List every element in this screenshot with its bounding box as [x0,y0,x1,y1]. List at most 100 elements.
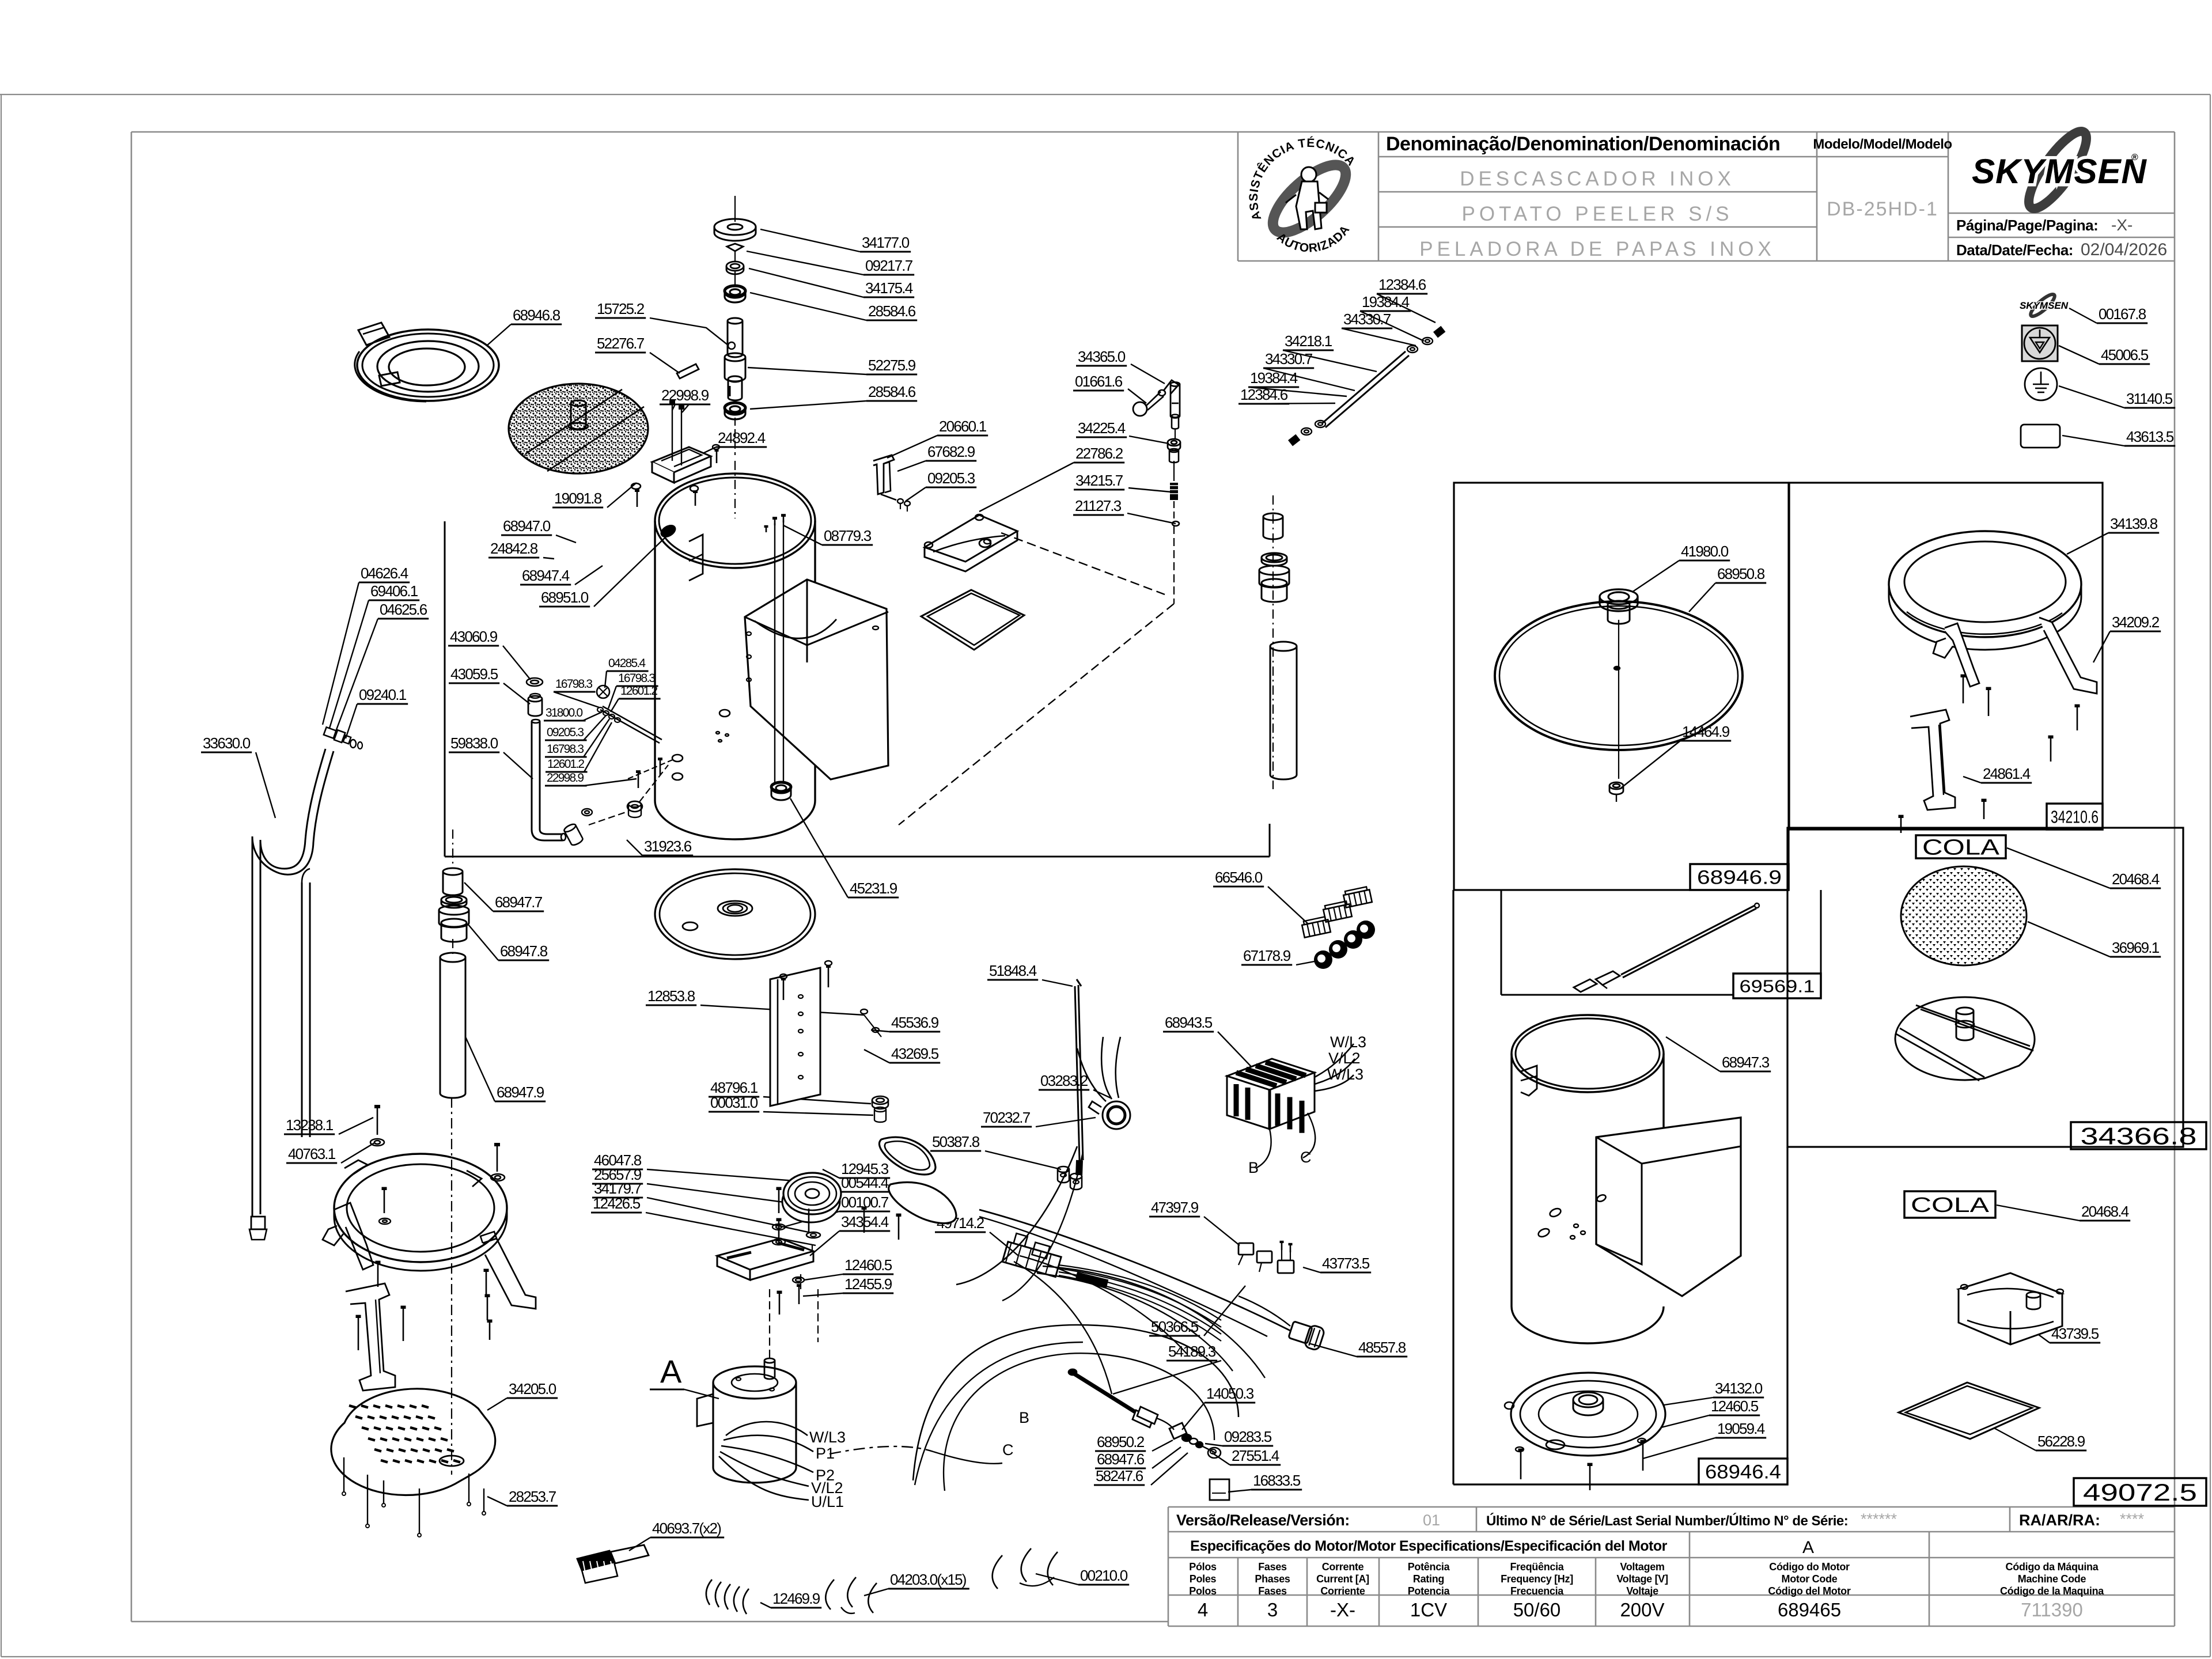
svg-text:200V: 200V [1620,1599,1664,1620]
svg-text:08779.3: 08779.3 [824,527,872,544]
svg-text:20468.4: 20468.4 [2081,1203,2129,1220]
svg-text:46047.8: 46047.8 [594,1152,642,1169]
svg-text:67682.9: 67682.9 [927,443,975,460]
svg-text:®: ® [2131,153,2138,162]
svg-text:U/L1: U/L1 [811,1493,844,1510]
svg-text:Rating: Rating [1413,1573,1444,1585]
svg-text:58247.6: 58247.6 [1096,1467,1143,1484]
svg-text:V/L2: V/L2 [811,1479,843,1497]
svg-text:40693.7(x2): 40693.7(x2) [652,1520,721,1537]
svg-text:43060.9: 43060.9 [450,628,498,645]
svg-text:12460.5: 12460.5 [844,1256,892,1274]
svg-text:02/04/2026: 02/04/2026 [2081,240,2167,259]
svg-text:31800.0: 31800.0 [546,706,582,719]
svg-text:00210.0: 00210.0 [1080,1567,1128,1584]
svg-text:70232.7: 70232.7 [983,1109,1031,1126]
svg-text:09217.7: 09217.7 [865,257,913,274]
svg-text:34365.0: 34365.0 [1078,348,1126,365]
svg-text:Freqüência: Freqüência [1510,1561,1564,1573]
svg-text:34215.7: 34215.7 [1075,472,1123,489]
svg-text:34330.7: 34330.7 [1343,310,1391,328]
svg-text:68947.0: 68947.0 [503,517,551,535]
svg-text:68946.4: 68946.4 [1705,1461,1781,1483]
svg-text:RA/AR/RA:: RA/AR/RA: [2019,1512,2100,1529]
svg-text:DESCASCADOR INOX: DESCASCADOR INOX [1460,168,1735,190]
svg-text:Código de la Maquina: Código de la Maquina [2000,1585,2104,1597]
svg-text:12460.5: 12460.5 [1711,1397,1759,1415]
svg-text:28584.6: 28584.6 [868,302,916,320]
svg-text:SKYMSEN: SKYMSEN [1972,152,2147,191]
svg-text:21127.3: 21127.3 [1075,497,1122,514]
svg-text:B: B [1019,1409,1029,1426]
svg-text:C: C [1002,1441,1014,1459]
svg-text:24842.8: 24842.8 [490,540,538,557]
svg-text:Código da Máquina: Código da Máquina [2006,1561,2099,1573]
svg-text:43773.5: 43773.5 [1322,1255,1370,1272]
svg-text:22998.9: 22998.9 [547,771,584,785]
svg-text:41980.0: 41980.0 [1681,543,1729,560]
svg-text:68946.9: 68946.9 [1697,867,1782,889]
svg-text:25657.9: 25657.9 [594,1166,642,1183]
svg-text:Voltagem: Voltagem [1620,1561,1664,1573]
svg-text:Poles: Poles [1190,1573,1217,1585]
svg-text:P2: P2 [816,1467,835,1484]
svg-text:19384.4: 19384.4 [1250,369,1298,387]
svg-text:20468.4: 20468.4 [2112,870,2160,888]
svg-text:09283.5: 09283.5 [1224,1428,1272,1445]
svg-text:43613.5: 43613.5 [2126,428,2174,445]
svg-text:31140.5: 31140.5 [2126,390,2173,407]
svg-text:19091.8: 19091.8 [554,490,602,507]
svg-text:POTATO PEELER S/S: POTATO PEELER S/S [1461,203,1733,225]
svg-text:12384.6: 12384.6 [1240,386,1288,403]
svg-text:68947.6: 68947.6 [1097,1450,1145,1468]
svg-text:PELADORA DE PAPAS INOX: PELADORA DE PAPAS INOX [1419,238,1775,260]
svg-text:34366.8: 34366.8 [2081,1123,2197,1150]
svg-text:Código del Motor: Código del Motor [1768,1585,1850,1597]
svg-text:27551.4: 27551.4 [1232,1447,1279,1464]
svg-text:66546.0: 66546.0 [1215,869,1263,886]
svg-text:43269.5: 43269.5 [891,1045,939,1062]
svg-text:33630.0: 33630.0 [203,734,251,752]
svg-text:34210.6: 34210.6 [2051,807,2099,827]
svg-text:Especificações do Motor/Moto: Especificações do Motor/Motor Especifica… [1190,1538,1667,1554]
svg-text:Corrente: Corrente [1322,1561,1364,1573]
svg-text:19384.4: 19384.4 [1362,293,1410,310]
svg-text:00544.4: 00544.4 [841,1174,889,1191]
svg-text:-X-: -X- [2111,216,2133,234]
svg-text:12455.9: 12455.9 [844,1275,892,1293]
svg-text:Current [A]: Current [A] [1316,1573,1369,1585]
svg-text:Frequency [Hz]: Frequency [Hz] [1501,1573,1573,1585]
svg-text:34225.4: 34225.4 [1078,419,1126,437]
svg-text:69406.1: 69406.1 [370,582,418,600]
svg-text:A: A [1802,1538,1814,1557]
svg-text:36969.1: 36969.1 [2112,939,2160,956]
svg-text:12945.3: 12945.3 [841,1160,889,1177]
svg-text:22786.2: 22786.2 [1075,445,1123,462]
svg-text:09240.1: 09240.1 [359,686,407,703]
svg-text:68951.0: 68951.0 [541,589,589,606]
svg-text:-X-: -X- [1330,1599,1355,1620]
svg-text:Phases: Phases [1255,1573,1290,1585]
svg-text:Modelo/Model/Modelo: Modelo/Model/Modelo [1813,137,1952,152]
svg-text:34354.4: 34354.4 [841,1213,889,1230]
svg-text:16798.3: 16798.3 [555,677,592,691]
svg-text:68947.9: 68947.9 [497,1084,544,1101]
svg-text:68947.3: 68947.3 [1722,1054,1770,1071]
svg-text:****: **** [2120,1510,2145,1528]
svg-text:16798.3: 16798.3 [618,672,655,685]
svg-text:Polos: Polos [1189,1585,1217,1597]
svg-text:56228.9: 56228.9 [2037,1433,2085,1450]
svg-text:04203.0(x15): 04203.0(x15) [890,1571,967,1588]
svg-text:Pólos: Pólos [1189,1561,1217,1573]
svg-text:47397.9: 47397.9 [1151,1199,1199,1216]
svg-text:14050.3: 14050.3 [1206,1385,1254,1402]
svg-text:34205.0: 34205.0 [509,1380,556,1397]
svg-text:43059.5: 43059.5 [450,665,498,683]
svg-text:04285.4: 04285.4 [608,657,646,670]
svg-text:Data/Date/Fecha:: Data/Date/Fecha: [1956,241,2073,259]
svg-text:Página/Page/Pagina:: Página/Page/Pagina: [1956,217,2098,234]
svg-text:COLA: COLA [1922,836,2000,860]
svg-text:09205.3: 09205.3 [547,726,584,739]
svg-text:4: 4 [1198,1599,1208,1620]
svg-text:34209.2: 34209.2 [2112,613,2160,631]
